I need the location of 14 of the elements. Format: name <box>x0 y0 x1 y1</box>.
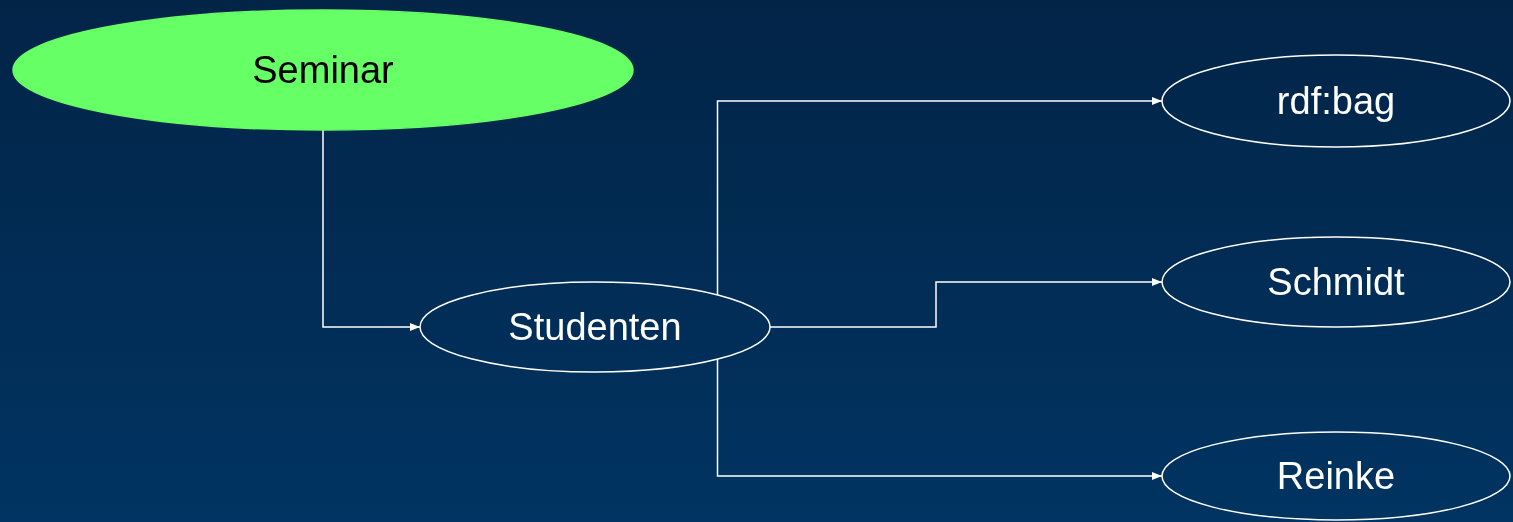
node-label: Studenten <box>508 305 682 349</box>
arrow <box>322 129 421 331</box>
ellipse-node <box>420 282 770 372</box>
ellipse-node <box>1162 432 1510 520</box>
arrow <box>769 278 1163 328</box>
node-label: rdf:bag <box>1276 79 1396 123</box>
node-label: Reinke <box>1276 454 1396 498</box>
arrow <box>716 358 1163 480</box>
arrow <box>716 97 1163 296</box>
node-label: Seminar <box>252 48 394 92</box>
ellipse-node <box>13 10 633 130</box>
node-label: Schmidt <box>1267 260 1405 304</box>
ellipse-node <box>1162 55 1510 147</box>
ellipse-node <box>1162 237 1510 327</box>
